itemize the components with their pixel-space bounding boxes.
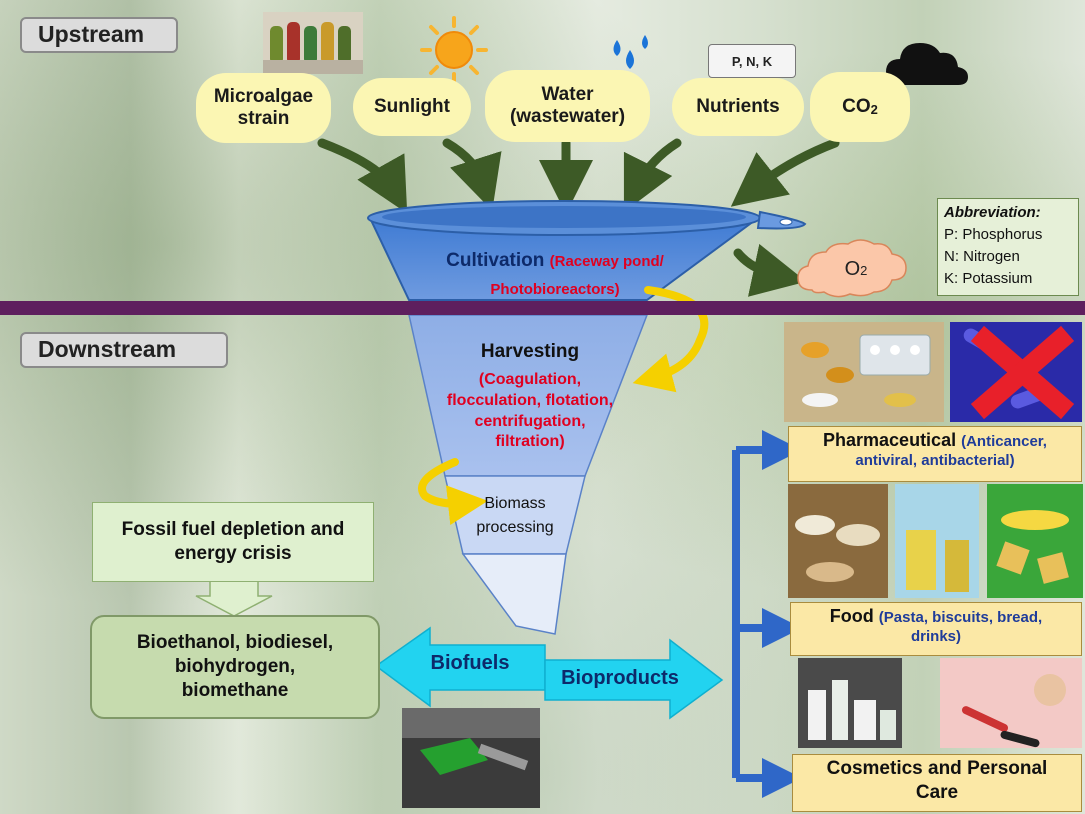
pharma-pills-photo [784,322,944,422]
input-water: Water (wastewater) [485,70,650,142]
oxygen-label: O2 [844,258,868,280]
fossil-fuel-box: Fossil fuel depletion and energy crisis [92,502,374,582]
abbreviation-box: Abbreviation: P: Phosphorus N: Nitrogen … [937,198,1079,296]
product-arrows [732,430,802,798]
microalgae-flasks-photo [263,12,363,74]
biomass-stage: Biomass processing [476,495,554,536]
input-nutrients: Nutrients [672,78,804,136]
input-arrows [317,138,840,297]
food-box: Food (Pasta, biscuits, bread, drinks) [790,602,1082,656]
nutrient-tag: P, N, K [708,44,796,78]
bioproducts-arrow [544,638,724,720]
downstream-label: Downstream [20,332,228,368]
bioproducts-label: Bioproducts [561,667,679,689]
oxygen-cloud-icon [797,239,907,298]
fossil-down-arrow [195,579,273,617]
cosmetics-bottles-photo [798,658,902,748]
stream-divider [0,301,1085,315]
food-grains-photo [788,484,888,598]
harvesting-stage: Harvesting [480,341,580,362]
abbreviation-item: K: Potassium [944,270,1033,287]
pharmaceutical-box: Pharmaceutical (Anticancer, antiviral, a… [788,426,1082,482]
cloud-icon [886,43,968,85]
cultivation-detail: Photobioreactors) [490,281,620,298]
spirulina-package-photo [987,484,1083,598]
funnel [367,200,807,635]
makeup-photo [940,658,1082,748]
biofuels-label: Biofuels [430,652,510,674]
water-drops-icon [613,35,648,69]
cosmetics-box: Cosmetics and Personal Care [792,754,1082,812]
input-sunlight: Sunlight [353,78,471,136]
cultivation-stage: Cultivation (Raceway pond/ [446,250,664,271]
abbreviation-item: P: Phosphorus [944,226,1043,243]
food-package-photo [895,484,979,598]
upstream-label: Upstream [20,17,178,53]
input-microalgae-strain: Microalgae strain [196,73,331,143]
fuel-nozzle-photo [402,708,540,808]
red-cross-icon [970,325,1075,420]
biofuels-box: Bioethanol, biodiesel, biohydrogen, biom… [90,615,380,719]
process-curve-arrows [418,286,709,526]
sun-icon [420,16,488,84]
abbreviation-title: Abbreviation: [944,204,1041,221]
harvesting-detail: (Coagulation, flocculation, flotation, c… [446,371,614,451]
abbreviation-item: N: Nitrogen [944,248,1020,265]
